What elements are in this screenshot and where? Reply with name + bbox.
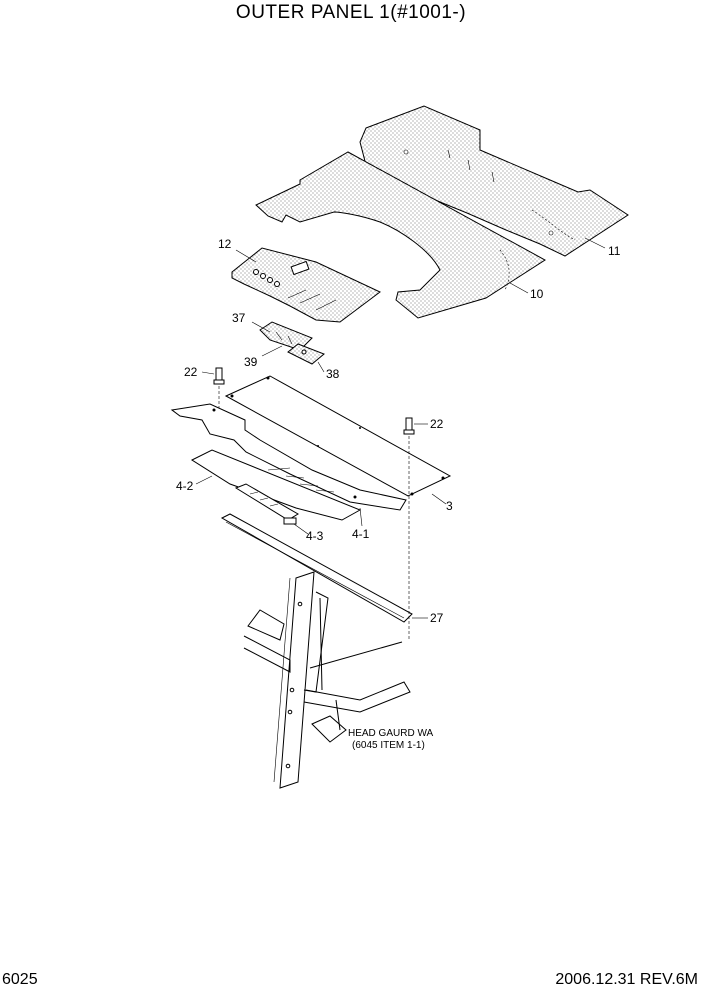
- leader-lines: [195, 237, 606, 619]
- callout-38: 38: [326, 367, 340, 381]
- part-4-2-panel: [190, 449, 362, 525]
- page-number: 6025: [2, 971, 38, 988]
- callout-37: 37: [232, 311, 246, 325]
- part-4-1-bracket: [170, 403, 407, 511]
- part-10-floor-mat: [255, 151, 546, 319]
- callout-4-1: 4-1: [352, 527, 370, 541]
- part-12-panel: [231, 247, 381, 323]
- bolt-22-left: [213, 367, 225, 408]
- callout-11: 11: [608, 244, 621, 258]
- part-27-channel: [220, 513, 413, 623]
- page-title: OUTER PANEL 1(#1001-): [235, 2, 467, 23]
- bolt-22-right: [403, 417, 415, 640]
- callout-3: 3: [446, 499, 453, 513]
- part-37-39-plates: [259, 321, 325, 365]
- callout-4-2: 4-2: [176, 479, 194, 493]
- note-head-guard: HEAD GAURD WA: [348, 728, 434, 739]
- callout-10: 10: [530, 287, 544, 301]
- note-item-ref: (6045 ITEM 1-1): [352, 740, 425, 751]
- part-3-cover-plate: [224, 375, 452, 497]
- revision-date: 2006.12.31 REV.6M: [555, 971, 698, 988]
- callout-39: 39: [244, 355, 258, 369]
- callout-12: 12: [218, 237, 232, 251]
- callout-27: 27: [430, 611, 444, 625]
- callout-22-left: 22: [184, 365, 198, 379]
- head-guard-frame: [243, 571, 411, 789]
- callout-22-right: 22: [430, 417, 444, 431]
- callout-4-3: 4-3: [306, 529, 324, 543]
